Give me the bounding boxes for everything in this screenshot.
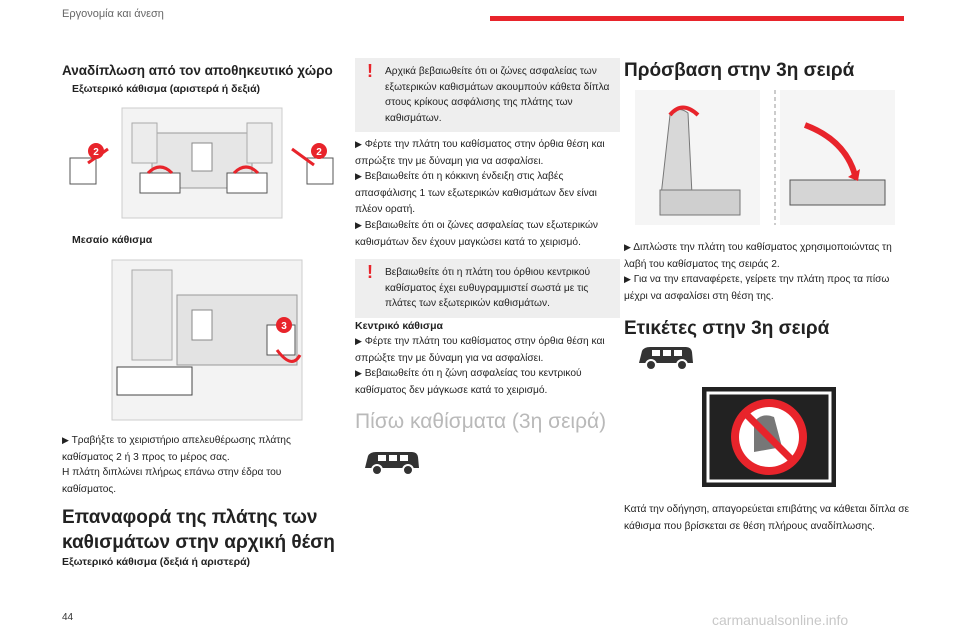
bullet-raise-backrest: ▶ Φέρτε την πλάτη του καθίσματος στην όρ… xyxy=(355,139,605,167)
watermark: carmanualsonline.info xyxy=(712,612,849,628)
no-sitting-label-icon xyxy=(702,387,836,487)
bullet-arrow-icon: ▶ xyxy=(355,220,362,230)
bullet-fold-backrest: ▶ Διπλώστε την πλάτη του καθίσματος χρησ… xyxy=(624,242,892,270)
instruction-pull-release: ▶ Τραβήξτε το χειριστήριο απελευθέρωσης … xyxy=(62,435,291,463)
bullet-arrow-icon: ▶ xyxy=(355,171,362,181)
svg-text:3: 3 xyxy=(281,321,287,332)
figure-access-row3 xyxy=(635,90,895,225)
callout-3 xyxy=(276,317,292,333)
bullet-arrow-icon: ▶ xyxy=(355,139,362,149)
subheading-center-seat: Κεντρικό κάθισμα xyxy=(355,320,443,332)
callout-2-left xyxy=(88,143,104,159)
figure-outer-seat-release: 2 2 xyxy=(69,107,334,219)
running-header: Εργονομία και άνεση xyxy=(62,8,164,20)
svg-text:2: 2 xyxy=(93,147,99,158)
heading-access-row3: Πρόσβαση στην 3η σειρά xyxy=(624,60,855,81)
callout-2-right xyxy=(311,143,327,159)
svg-text:2: 2 xyxy=(316,147,322,158)
paragraph-backrest-folds: Η πλάτη διπλώνει πλήρως επάνω στην έδρα … xyxy=(62,467,282,495)
bullet-arrow-icon: ▶ xyxy=(355,368,362,378)
subheading-middle-seat: Μεσαίο κάθισμα xyxy=(72,234,153,246)
bullet-restore-backrest: ▶ Για να την επαναφέρετε, γείρετε την πλ… xyxy=(624,274,890,302)
warning-exclamation-icon: ! xyxy=(367,262,373,282)
heading-rear-seats-row3: Πίσω καθίσματα (3η σειρά) xyxy=(355,410,607,433)
bullet-arrow-icon: ▶ xyxy=(355,336,362,346)
heading-restore-backrests: Επαναφορά της πλάτης των καθισμάτων στην… xyxy=(62,507,335,553)
van-icon xyxy=(365,452,419,476)
subheading-outer-seat-restore: Εξωτερικό κάθισμα (δεξιά ή αριστερά) xyxy=(62,556,251,568)
bullet-check-belts: ▶ Βεβαιωθείτε ότι οι ζώνες ασφαλείας των… xyxy=(355,220,598,248)
warning-box-alignment: ! Βεβαιωθείτε ότι η πλάτη του όρθιου κεν… xyxy=(355,259,620,318)
bullet-center-belt: ▶ Βεβαιωθείτε ότι η ζώνη ασφαλείας του κ… xyxy=(355,368,582,396)
section-title: Αναδίπλωση από τον αποθηκευτικό χώρο xyxy=(62,63,333,78)
figure-middle-seat-release: 3 xyxy=(111,259,303,421)
header-accent-bar xyxy=(490,16,904,21)
heading-labels-row3: Ετικέτες στην 3η σειρά xyxy=(624,318,830,339)
bullet-arrow-icon: ▶ xyxy=(62,435,69,445)
bullet-arrow-icon: ▶ xyxy=(624,274,631,284)
subheading-outer-seat: Εξωτερικό κάθισμα (αριστερά ή δεξιά) xyxy=(72,83,261,95)
paragraph-no-passenger: Κατά την οδήγηση, απαγορεύεται επιβάτης … xyxy=(624,504,910,532)
warning-exclamation-icon: ! xyxy=(367,61,373,81)
bullet-arrow-icon: ▶ xyxy=(624,242,631,252)
van-icon xyxy=(639,347,693,371)
bullet-center-raise: ▶ Φέρτε την πλάτη του καθίσματος στην όρ… xyxy=(355,336,605,364)
page-number: 44 xyxy=(62,612,74,623)
bullet-red-indicator: ▶ Βεβαιωθείτε ότι η κόκκινη ένδειξη στις… xyxy=(355,171,597,215)
warning-box-belts: ! Αρχικά βεβαιωθείτε ότι οι ζώνες ασφαλε… xyxy=(355,58,620,132)
